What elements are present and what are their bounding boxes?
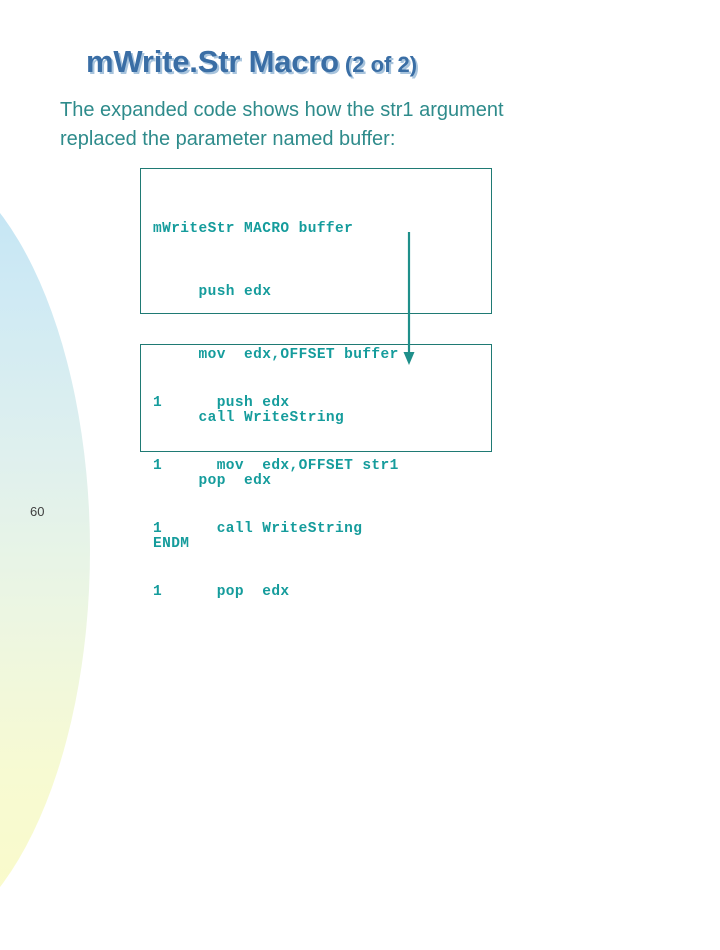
body-line: The expanded code shows how the str1 arg… <box>60 99 504 121</box>
page-number: 60 <box>30 504 45 519</box>
page-title: mWrite.Str Macro(2 of 2) <box>86 44 417 80</box>
code-block-macro-expansion: 1 push edx 1 mov edx,OFFSET str1 1 call … <box>140 344 492 600</box>
code-line: 1 push edx <box>153 395 290 411</box>
code-line: 1 call WriteString <box>153 521 363 537</box>
code-line: push edx <box>153 284 272 300</box>
code-block-macro-definition: mWriteStr MACRO buffer push edx mov edx,… <box>140 168 492 552</box>
page-title-subtitle: (2 of 2) <box>344 52 418 77</box>
code-line: 1 pop edx <box>153 584 290 600</box>
code-line: mWriteStr MACRO buffer <box>153 221 354 237</box>
decorative-gradient-shape <box>0 150 90 950</box>
body-paragraph: The expanded code shows how the str1 arg… <box>60 96 660 154</box>
code-line: mov edx,OFFSET buffer <box>153 347 399 363</box>
code-line: 1 mov edx,OFFSET str1 <box>153 458 399 474</box>
code-line: pop edx <box>153 473 272 489</box>
page-title-main: mWrite.Str Macro <box>86 44 339 79</box>
body-line: replaced the parameter named buffer: <box>60 128 396 150</box>
code-line: call WriteString <box>153 410 345 426</box>
